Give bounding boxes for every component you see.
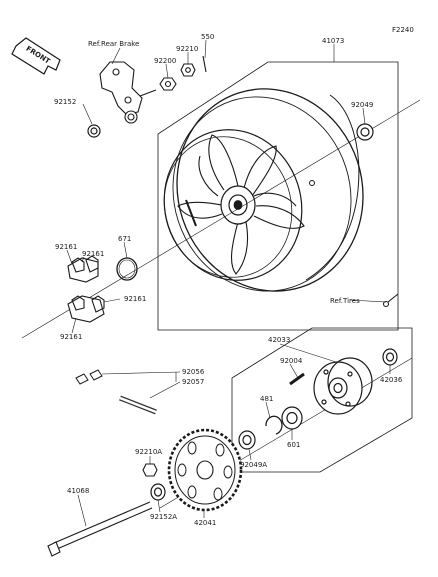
part-label-671: 671 bbox=[118, 235, 132, 243]
sprocket-coupling-42033 bbox=[313, 357, 373, 415]
part-label-601: 601 bbox=[287, 441, 301, 449]
ref-tires-link[interactable]: Ref.Tires bbox=[330, 297, 360, 305]
stud-92004 bbox=[289, 372, 305, 386]
bearing-601 bbox=[281, 406, 303, 430]
nut-92210 bbox=[180, 63, 196, 77]
part-label-92049A: 92049A bbox=[240, 461, 268, 469]
part-label-92057: 92057 bbox=[182, 378, 205, 386]
part-label-92152: 92152 bbox=[54, 98, 77, 106]
front-direction-badge: FRONT bbox=[11, 37, 61, 75]
part-label-92210: 92210 bbox=[176, 45, 199, 53]
ref-rear-brake-link[interactable]: Ref.Rear Brake bbox=[88, 40, 140, 48]
rear-wheel-rim bbox=[163, 88, 364, 292]
damper-92161-lower bbox=[67, 295, 105, 323]
part-label-92049: 92049 bbox=[351, 101, 374, 109]
wheel-group-frame bbox=[157, 61, 399, 331]
part-label-42041: 42041 bbox=[194, 519, 217, 527]
leader-lines bbox=[66, 39, 391, 527]
rear-sprocket-42041 bbox=[167, 428, 243, 512]
part-label-550: 550 bbox=[201, 33, 215, 41]
part-label-92056: 92056 bbox=[182, 368, 205, 376]
cotter-pin-550 bbox=[202, 55, 207, 73]
nut-92200 bbox=[159, 77, 177, 91]
part-label-42033: 42033 bbox=[268, 336, 291, 344]
part-label-92161-a: 92161 bbox=[55, 243, 78, 251]
part-label-481: 481 bbox=[260, 395, 274, 403]
part-label-41068: 41068 bbox=[67, 487, 90, 495]
part-label-41073: 41073 bbox=[322, 37, 345, 45]
part-label-92200: 92200 bbox=[154, 57, 177, 65]
o-ring-671 bbox=[116, 257, 138, 281]
collar-92152 bbox=[87, 124, 101, 138]
nut-92210A bbox=[142, 463, 158, 477]
wheel-spokes bbox=[177, 134, 305, 275]
circlip-481 bbox=[265, 415, 283, 435]
caliper-bracket bbox=[99, 61, 157, 124]
part-label-92152A: 92152A bbox=[150, 513, 178, 521]
chain-92057 bbox=[75, 369, 157, 415]
collar-42036 bbox=[382, 348, 398, 366]
damper-92161-upper bbox=[67, 255, 99, 283]
part-label-92004: 92004 bbox=[280, 357, 303, 365]
seal-92049 bbox=[356, 123, 374, 141]
part-label-42036: 42036 bbox=[380, 376, 403, 384]
part-label-92161-c: 92161 bbox=[124, 295, 147, 303]
tire-valve-icon bbox=[382, 293, 399, 308]
part-label-92161-d: 92161 bbox=[60, 333, 83, 341]
rear-axle-41068 bbox=[47, 501, 153, 557]
collar-92152A bbox=[150, 483, 166, 501]
part-label-92210A: 92210A bbox=[135, 448, 163, 456]
part-label-92161-b: 92161 bbox=[82, 250, 105, 258]
seal-92049A bbox=[238, 430, 256, 450]
diagram-code: F2240 bbox=[392, 26, 414, 34]
